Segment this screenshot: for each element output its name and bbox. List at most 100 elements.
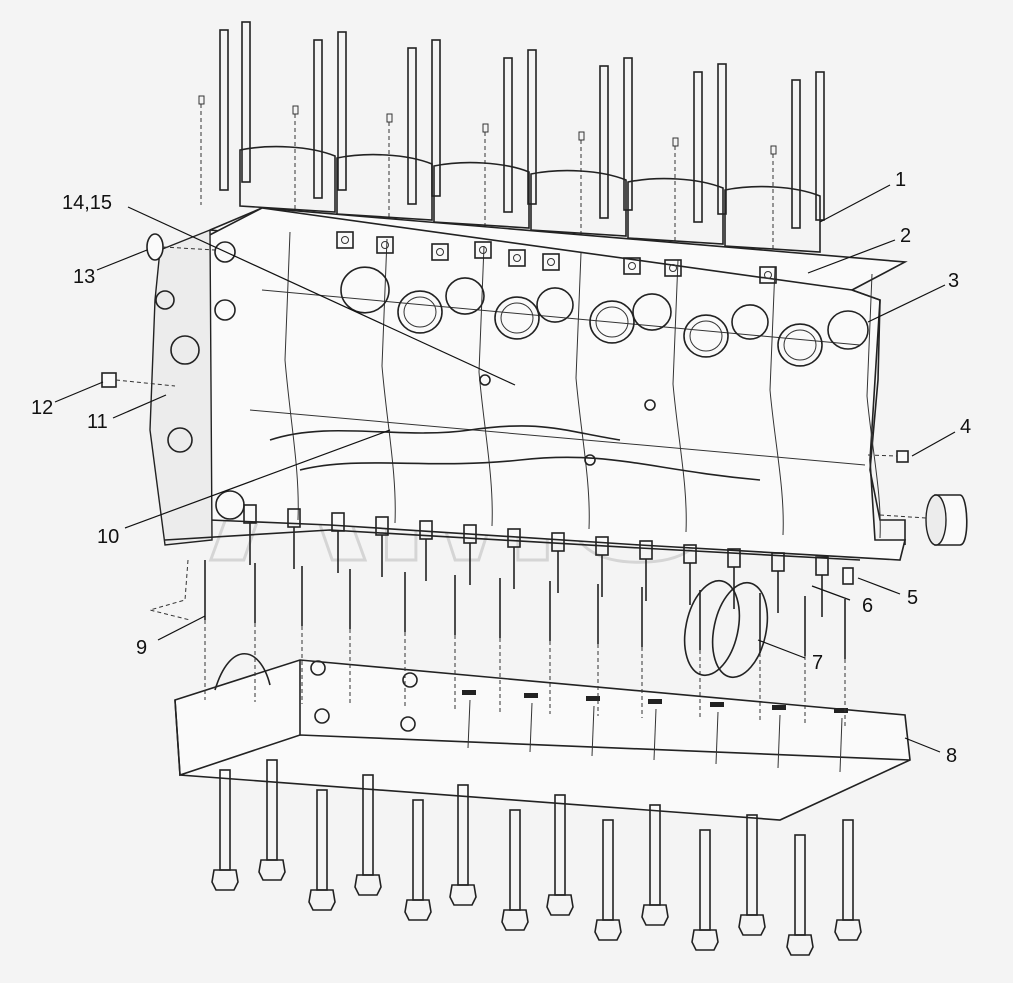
cylinder-liner-5 — [627, 177, 724, 245]
head-stud-4-1 — [503, 57, 513, 213]
ladder-web-tab-2 — [524, 693, 538, 698]
ladder-boss-4 — [400, 716, 416, 732]
head-stud-1-2 — [241, 21, 251, 183]
deck-boss-1 — [336, 231, 354, 249]
ladder-bolt-shank-7 — [509, 809, 521, 911]
deck-boss-2 — [376, 236, 394, 254]
ladder-bolt-head-13 — [786, 934, 814, 956]
deck-boss-hole-5 — [513, 254, 521, 262]
ladder-front-arch — [214, 652, 271, 691]
skirt-bolts — [243, 504, 829, 617]
deck-boss-hole-9 — [764, 271, 772, 279]
callout-1: 1 — [895, 169, 906, 191]
deck-boss-hole-2 — [381, 241, 389, 249]
ladder-bolt-shank-9 — [602, 819, 614, 921]
deck-boss-7 — [623, 257, 641, 275]
callout-14-15: 14,15 — [62, 192, 112, 214]
plug-12-path — [115, 379, 176, 387]
front-bore-2 — [214, 299, 236, 321]
ladder-bolt-shank-8 — [554, 794, 566, 896]
leader-8 — [904, 737, 941, 753]
callout-2: 2 — [900, 225, 911, 247]
ladder-bolt-shank-6 — [457, 784, 469, 886]
cylinder-liner-3 — [433, 161, 530, 229]
cam-bore-11 — [827, 310, 869, 350]
deck-boss-4 — [474, 241, 492, 259]
ladder-bolt-head-8 — [546, 894, 574, 916]
cam-bore-ring-2 — [403, 296, 437, 328]
front-bore-5 — [167, 427, 193, 453]
front-bore-3 — [170, 335, 200, 365]
cam-bore-1 — [340, 266, 390, 314]
head-stud-3-2 — [431, 39, 441, 197]
ladder-boss-3 — [402, 672, 418, 688]
ladder-bolt-head-12 — [738, 914, 766, 936]
callout-7: 7 — [812, 652, 823, 674]
front-bore-4 — [155, 290, 175, 310]
cylinder-liner-4 — [530, 169, 627, 237]
deck-boss-5 — [508, 249, 526, 267]
deck-boss-8 — [664, 259, 682, 277]
ladder-bolt-shank-13 — [794, 834, 806, 936]
stud-nut-6 — [672, 137, 679, 147]
deck-boss-hole-8 — [669, 264, 677, 272]
ladder-bolt-shank-10 — [649, 804, 661, 906]
rear-seal-path — [879, 514, 927, 519]
ladder-bolt-head-7 — [501, 909, 529, 931]
callout-13: 13 — [73, 266, 95, 288]
cylinder-liners — [239, 145, 821, 253]
cylinder-liner-1 — [239, 145, 336, 213]
block-rib-5 — [672, 259, 687, 533]
ladder-bolt-head-4 — [354, 874, 382, 896]
bolt-9-path — [148, 559, 191, 621]
callout-6: 6 — [862, 595, 873, 617]
callout-11: 11 — [87, 411, 108, 433]
oil-gallery — [269, 425, 621, 441]
ladder-bolt-head-6 — [449, 884, 477, 906]
ladder-web-2 — [529, 702, 533, 753]
ladder-web-tab-1 — [462, 690, 476, 695]
ladder-boss-1 — [310, 660, 326, 676]
ladder-frame-bolts — [211, 759, 862, 956]
deck-boss-hole-6 — [547, 258, 555, 266]
ladder-boss-2 — [314, 708, 330, 724]
cam-bore-7 — [632, 293, 672, 331]
cylinder-liner-6 — [724, 185, 821, 253]
cam-bore-8 — [683, 314, 729, 358]
head-stud-7-1 — [791, 79, 801, 229]
ladder-bolt-head-14 — [834, 919, 862, 941]
deck-boss-9 — [759, 266, 777, 284]
block-rib-7 — [866, 273, 881, 539]
o-rings — [683, 579, 769, 679]
cam-bore-3 — [445, 277, 485, 315]
cam-bore-ring-10 — [783, 329, 817, 361]
leader-11 — [112, 394, 167, 419]
cam-bores — [340, 266, 869, 367]
ladder-bolt-head-11 — [691, 929, 719, 951]
stud-nut-7 — [770, 145, 777, 155]
cam-bore-10 — [777, 323, 823, 367]
ladder-web-tab-5 — [710, 702, 724, 707]
leader-7 — [757, 639, 806, 659]
head-stud-6-1 — [693, 71, 703, 223]
bearing-ladder-frame — [174, 652, 911, 821]
callout-9: 9 — [136, 637, 147, 659]
ladder-bolt-head-9 — [594, 919, 622, 941]
ladder-web-tab-4 — [648, 699, 662, 704]
plug-13-path — [162, 246, 216, 251]
head-studs — [198, 21, 825, 255]
block-rib-4 — [575, 252, 590, 530]
ladder-web-6 — [777, 714, 781, 769]
stud-nut-5 — [578, 131, 585, 141]
deck-boss-hole-4 — [479, 246, 487, 254]
cam-bore-ring-4 — [500, 302, 534, 334]
stud-nut-3 — [386, 113, 393, 123]
cam-bore-5 — [536, 287, 574, 323]
head-stud-5-1 — [599, 65, 609, 219]
plug-5 — [842, 567, 854, 585]
cam-bore-ring-6 — [595, 306, 629, 338]
deck-boss-6 — [542, 253, 560, 271]
ladder-bolt-head-5 — [404, 899, 432, 921]
